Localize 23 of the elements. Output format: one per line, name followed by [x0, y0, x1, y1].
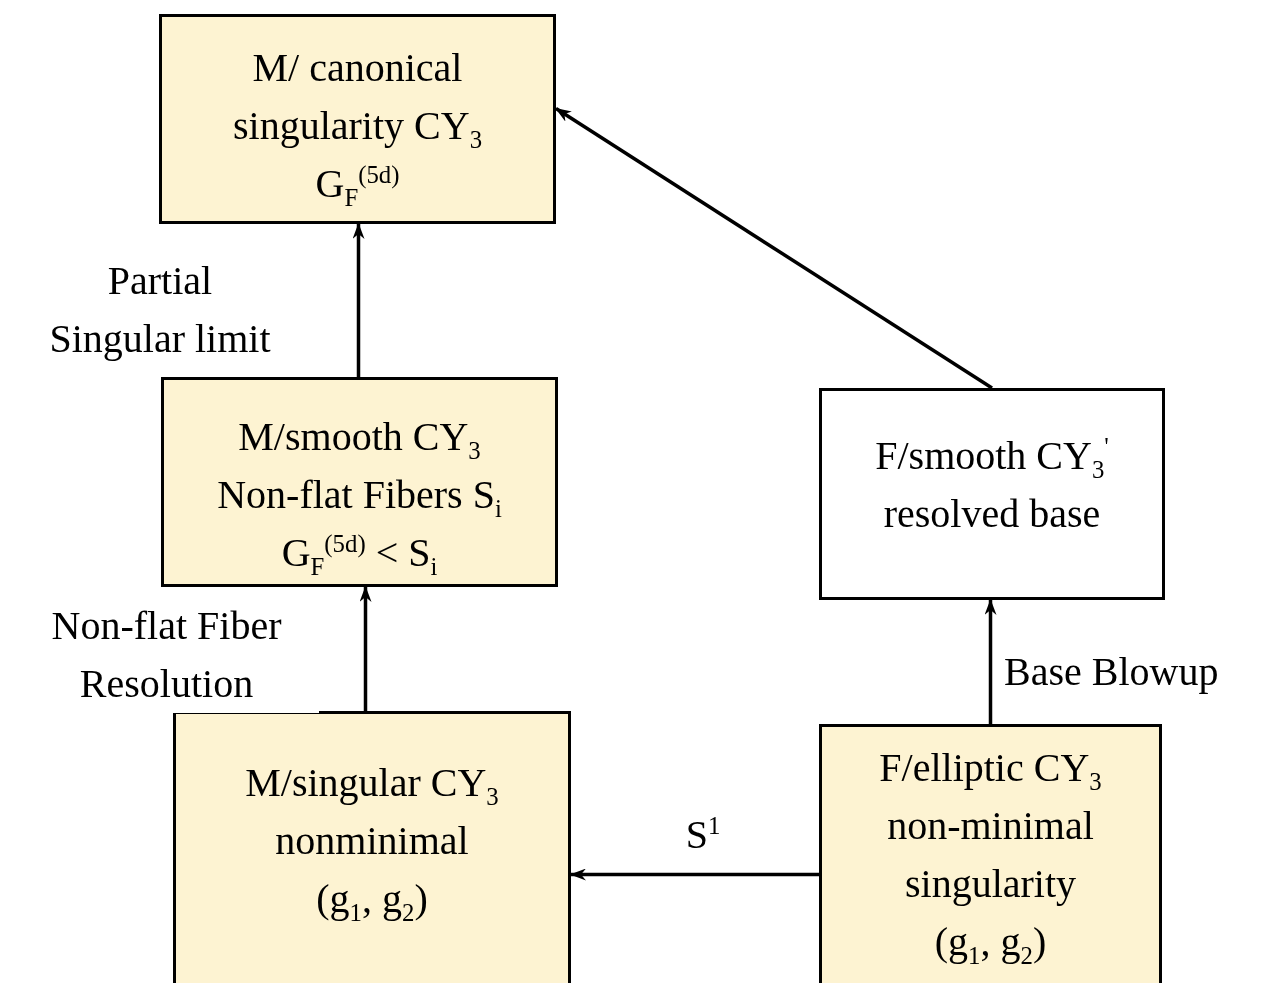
node-text: nonminimal: [275, 817, 469, 865]
arrow: [352, 223, 365, 377]
node-text: resolved base: [883, 490, 1101, 538]
arrow: [359, 586, 372, 711]
arrow: [984, 599, 997, 724]
node-text: Non-flat Fibers S$_{i}$: [217, 471, 502, 524]
node-text: F/elliptic CY$_{3}$: [879, 744, 1102, 797]
text-box: [159, 14, 556, 224]
node-text: M/singular CY$_{3}$: [245, 759, 499, 812]
text-box: [819, 724, 1162, 983]
node-text: singularity CY$_{3}$: [232, 102, 483, 155]
node-text: M/ canonical: [252, 44, 463, 92]
node-text: singularity: [904, 860, 1077, 908]
node-text: non-minimal: [887, 802, 1094, 850]
node-text: (g$_{1}$, g$_{2}$): [934, 918, 1047, 971]
text-box: [819, 388, 1165, 600]
node-text: G$_{F}$$^{(5d)}$ < S$_{i}$: [281, 528, 438, 582]
arrow: [570, 868, 819, 881]
text-box: [173, 711, 571, 983]
node-text: (g$_{1}$, g$_{2}$): [316, 875, 428, 928]
text-box: [161, 377, 558, 587]
node-text: M/smooth CY$_{3}$: [238, 413, 481, 466]
arrow: [555, 107, 993, 390]
